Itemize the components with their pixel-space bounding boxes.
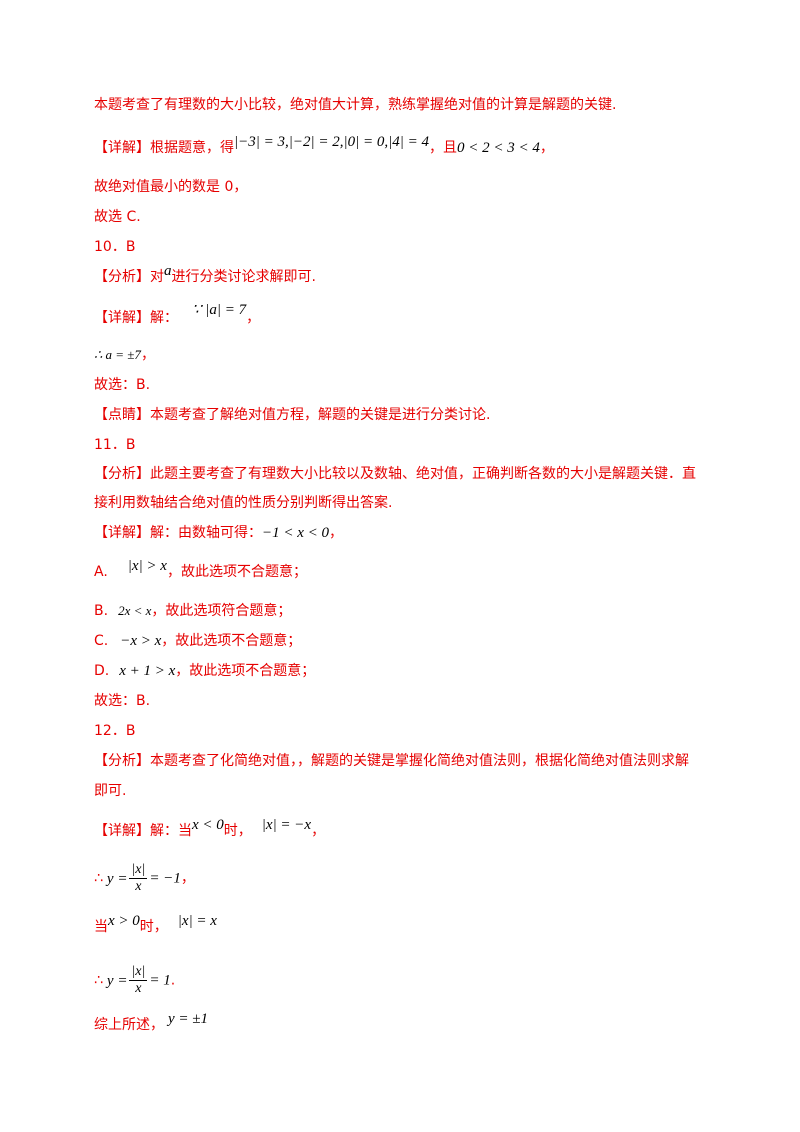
math-expression: |x| = −x <box>261 817 312 833</box>
fraction: |x|x <box>129 862 148 895</box>
math-expression: −1 < x < 0 <box>262 525 330 541</box>
text-line: ∴y =|x|x= −1， <box>94 862 195 895</box>
line-text: 时， <box>139 919 168 935</box>
line-text: 【详解】根据题意，得 <box>94 140 234 156</box>
line-text: 本题考查了有理数的大小比较，绝对值大计算，熟练掌握绝对值的计算是解题的关键. <box>94 97 617 113</box>
therefore-symbol: ∴ <box>94 972 103 989</box>
line-text: 故选：B. <box>94 377 151 393</box>
text-line: 【详解】解：当x < 0时， |x| = −x， <box>94 817 326 840</box>
text-line: ∴ a = ±7， <box>94 346 155 364</box>
text-line: 【详解】解：由数轴可得：−1 < x < 0， <box>94 524 343 542</box>
line-text: ， <box>140 347 155 363</box>
option-a: A. |x| > x，故此选项不合题意； <box>94 558 307 581</box>
line-text: 【点睛】本题考查了解绝对值方程，解题的关键是进行分类讨论. <box>94 407 491 423</box>
math-expression: ∵ |a| = 7 <box>192 302 247 318</box>
line-text: ， <box>180 870 195 887</box>
question-number: 11．B <box>94 436 135 454</box>
option-label: A. <box>94 564 108 580</box>
fraction-numerator: |x| <box>129 964 148 981</box>
text-line: 【分析】本题考查了化简绝对值，，解题的关键是掌握化简绝对值法则，根据化简绝对值法… <box>94 752 689 770</box>
line-text: 故选：B. <box>94 693 151 709</box>
math-expression: x > 0 <box>108 913 140 929</box>
option-label: C. <box>94 633 109 649</box>
line-text: 综上所述， <box>94 1017 164 1033</box>
math-expression: 0 < 2 < 3 < 4 <box>456 140 540 156</box>
line-text: ， <box>246 310 261 326</box>
math-expression: −x > x <box>120 633 162 649</box>
text-line: 接利用数轴结合绝对值的性质分别判断得出答案. <box>94 494 392 512</box>
line-text: 接利用数轴结合绝对值的性质分别判断得出答案. <box>94 495 393 511</box>
math-expression: y = <box>106 870 128 887</box>
option-b: B. 2x < x，故此选项符合题意； <box>94 602 291 620</box>
line-text: 时， <box>223 823 252 839</box>
math-expression: = 1 <box>149 972 171 989</box>
line-text: 故绝对值最小的数是 0， <box>94 179 248 195</box>
line-text: 【详解】解：由数轴可得： <box>94 525 262 541</box>
text-line: ∴y =|x|x= 1. <box>94 964 175 997</box>
line-text: 【详解】解：当 <box>94 823 192 839</box>
math-expression: x + 1 > x <box>119 663 176 679</box>
text-line: 【分析】此题主要考查了有理数大小比较以及数轴、绝对值，正确判断各数的大小是解题关… <box>94 465 696 483</box>
line-text: 【分析】本题考查了化简绝对值，，解题的关键是掌握化简绝对值法则，根据化简绝对值法… <box>94 753 689 769</box>
question-number: 12．B <box>94 722 135 740</box>
line-text: ， <box>539 140 554 156</box>
fraction-denominator: x <box>135 879 142 894</box>
text-line: 故选：B. <box>94 692 150 710</box>
math-expression: y = <box>106 972 128 989</box>
line-text: . <box>170 972 176 989</box>
line-text: ，故此选项不合题意； <box>161 633 302 649</box>
line-text: 【分析】对 <box>94 269 164 285</box>
text-line: 故绝对值最小的数是 0， <box>94 178 247 196</box>
line-text: ，故此选项不合题意； <box>175 663 316 679</box>
text-line: 【详解】根据题意，得|−3| = 3,|−2| = 2,|0| = 0,|4| … <box>94 134 554 157</box>
text-line: 【分析】对a进行分类讨论求解即可. <box>94 263 316 286</box>
text-line: 故选 C. <box>94 208 141 226</box>
text-line: 当x > 0时， |x| = x <box>94 913 217 936</box>
line-text: 12．B <box>94 723 136 739</box>
option-d: D. x + 1 > x，故此选项不合题意； <box>94 662 315 680</box>
math-expression: |x| = x <box>177 913 217 929</box>
fraction-numerator: |x| <box>129 862 148 879</box>
math-expression: |x| > x <box>127 558 167 574</box>
math-expression: a <box>164 263 172 279</box>
line-text: 【分析】此题主要考查了有理数大小比较以及数轴、绝对值，正确判断各数的大小是解题关… <box>94 466 696 482</box>
text-line: 【点睛】本题考查了解绝对值方程，解题的关键是进行分类讨论. <box>94 406 490 424</box>
line-text: ， <box>329 525 344 541</box>
text-line: 即可. <box>94 782 126 800</box>
math-expression: x < 0 <box>192 817 224 833</box>
text-line: 本题考查了有理数的大小比较，绝对值大计算，熟练掌握绝对值的计算是解题的关键. <box>94 96 616 114</box>
line-text: 即可. <box>94 783 127 799</box>
option-label: D. <box>94 663 110 679</box>
math-expression: = −1 <box>149 870 181 887</box>
math-expression: |−3| = 3,|−2| = 2,|0| = 0,|4| = 4 <box>234 134 429 150</box>
math-expression: y = ±1 <box>168 1011 209 1027</box>
line-text: 故选 C. <box>94 209 141 225</box>
line-text: ，且 <box>428 140 457 156</box>
line-text: 【详解】解： <box>94 310 178 326</box>
text-line: 【详解】解： ∵ |a| = 7， <box>94 302 261 327</box>
fraction-denominator: x <box>135 981 142 996</box>
fraction: |x|x <box>129 964 148 997</box>
text-line: 综上所述，y = ±1 <box>94 1011 208 1034</box>
math-expression: ∴ a = ±7 <box>94 347 141 362</box>
option-c: C. −x > x，故此选项不合题意； <box>94 632 301 650</box>
line-text: 进行分类讨论求解即可. <box>171 269 316 285</box>
line-text: ，故此选项符合题意； <box>151 603 292 619</box>
therefore-symbol: ∴ <box>94 870 103 887</box>
line-text: ，故此选项不合题意； <box>166 564 307 580</box>
text-line: 故选：B. <box>94 376 150 394</box>
option-label: B. <box>94 603 109 619</box>
math-expression: 2x < x <box>118 603 152 618</box>
line-text: ， <box>311 823 326 839</box>
line-text: 当 <box>94 919 108 935</box>
line-text: 11．B <box>94 437 136 453</box>
question-number: 10．B <box>94 238 135 256</box>
line-text: 10．B <box>94 239 136 255</box>
